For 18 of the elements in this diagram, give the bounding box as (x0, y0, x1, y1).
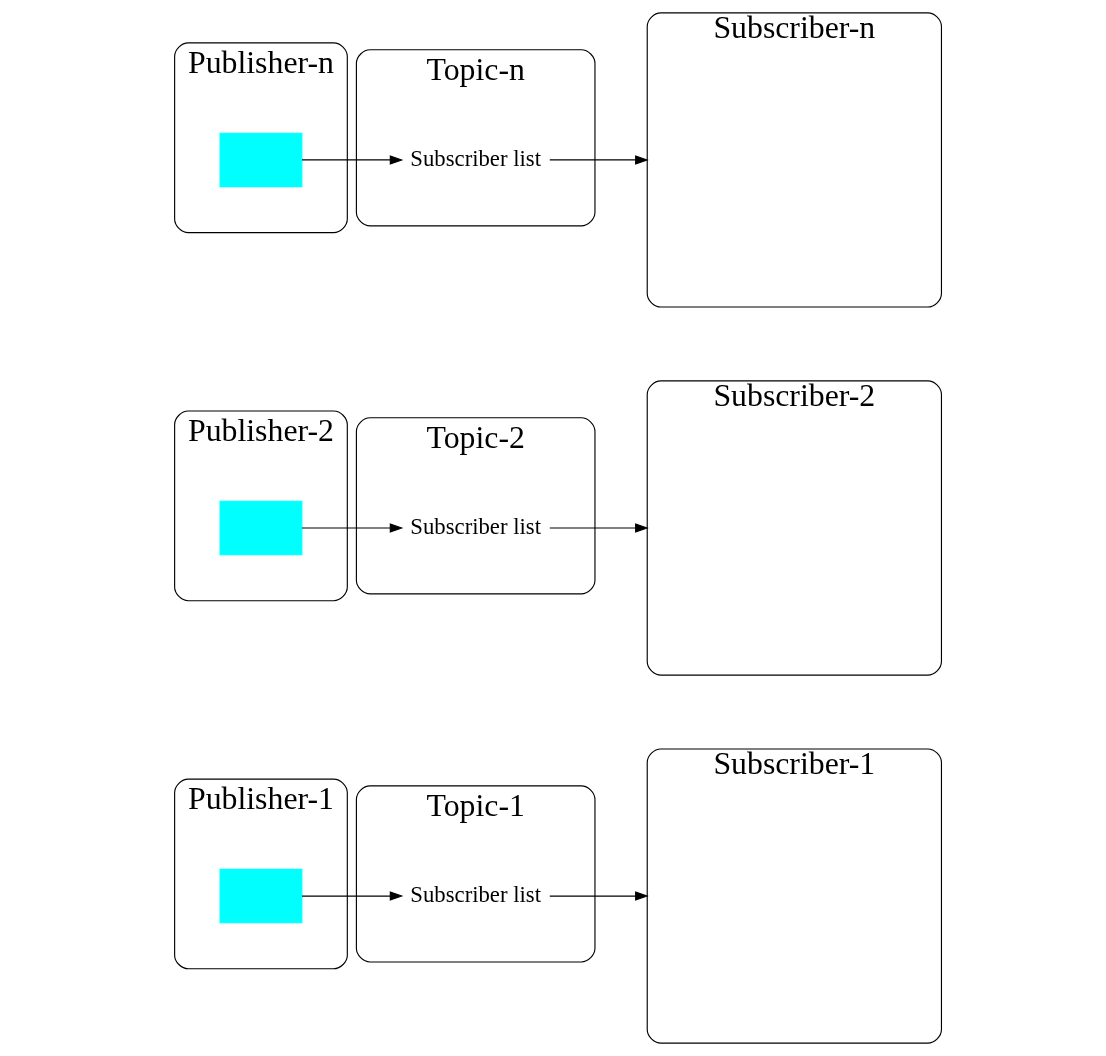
cluster: Publisher-n (173, 42, 348, 234)
node-text: Subscriber list (409, 145, 541, 171)
cluster: Publisher-1 (173, 778, 348, 970)
arrow (548, 155, 649, 165)
arrow (548, 523, 649, 533)
node-text: Subscriber list (409, 513, 541, 539)
node-box: Subscriber-2 (646, 380, 942, 676)
cluster: Publisher-2 (173, 410, 348, 602)
node-box: Subscriber-1 (646, 748, 942, 1044)
node-box (219, 500, 302, 556)
node-box (219, 868, 302, 924)
node-box (219, 132, 302, 188)
node-text: Subscriber list (409, 881, 541, 907)
arrow (301, 155, 403, 165)
node-box: Subscriber-n (646, 12, 942, 308)
arrow (301, 523, 403, 533)
arrow (548, 891, 649, 901)
arrow (301, 891, 403, 901)
